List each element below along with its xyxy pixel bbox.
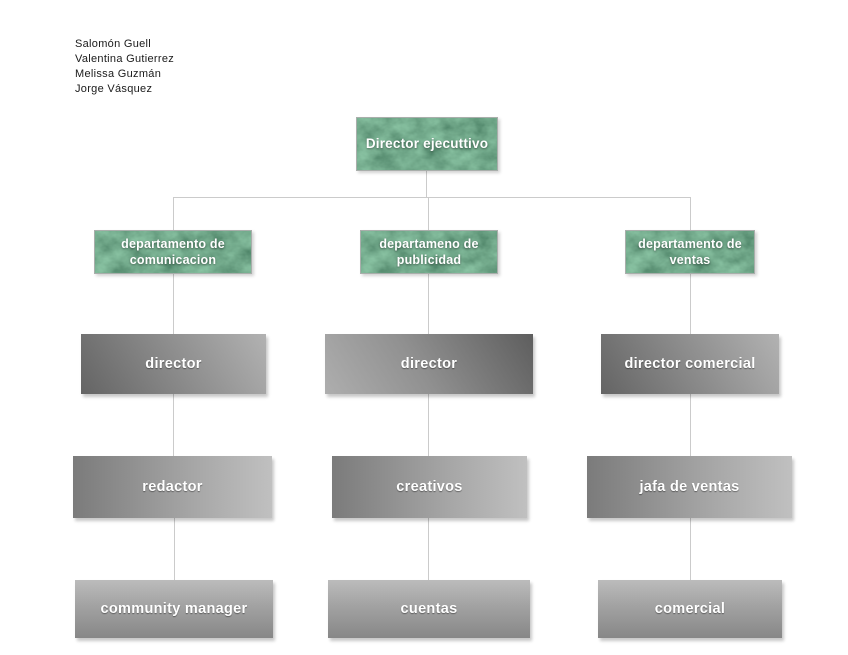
connector-line	[690, 274, 691, 334]
connector-line	[690, 518, 691, 580]
connector-line	[426, 171, 427, 198]
org-node-label: cuentas	[400, 601, 458, 617]
connector-line	[690, 394, 691, 456]
connector-line	[428, 518, 429, 580]
connector-line	[428, 198, 429, 230]
org-node-director-publicidad[interactable]: director	[325, 334, 533, 394]
org-node-label: departamento de comunicacion	[121, 236, 225, 267]
author-name: Salomón Guell	[75, 38, 152, 50]
org-node-jafa-de-ventas[interactable]: jafa de ventas	[587, 456, 792, 518]
org-node-community-manager[interactable]: community manager	[75, 580, 273, 638]
org-node-departamento-publicidad[interactable]: departameno de publicidad	[360, 230, 498, 274]
connector-line	[173, 394, 174, 456]
author-list: Salomón Guell Valentina Gutierrez Meliss…	[75, 37, 174, 97]
org-node-label: redactor	[142, 479, 203, 495]
org-node-label: Director ejecuttivo	[365, 136, 489, 152]
org-node-label: comercial	[654, 601, 726, 617]
connector-line	[173, 274, 174, 334]
connector-line	[174, 518, 175, 580]
org-node-label: jafa de ventas	[639, 479, 740, 495]
org-node-director-ejecutivo[interactable]: Director ejecuttivo	[356, 117, 498, 171]
org-node-director-comercial[interactable]: director comercial	[601, 334, 779, 394]
org-node-cuentas[interactable]: cuentas	[328, 580, 530, 638]
org-node-label: departameno de publicidad	[379, 236, 479, 267]
green-texture	[357, 118, 497, 170]
org-node-label: creativos	[396, 479, 463, 495]
org-node-label: director	[400, 356, 458, 372]
author-name: Jorge Vásquez	[75, 83, 153, 95]
org-node-creativos[interactable]: creativos	[332, 456, 527, 518]
green-texture	[95, 231, 251, 273]
author-name: Valentina Gutierrez	[75, 53, 175, 65]
org-node-redactor[interactable]: redactor	[73, 456, 272, 518]
connector-line	[428, 274, 429, 334]
connector-line	[428, 394, 429, 456]
org-node-label: departamento de ventas	[638, 236, 742, 267]
org-node-label: director comercial	[624, 356, 756, 372]
org-node-director-comunicacion[interactable]: director	[81, 334, 266, 394]
green-texture	[626, 231, 754, 273]
connector-line	[173, 197, 691, 198]
org-node-departamento-ventas[interactable]: departamento de ventas	[625, 230, 755, 274]
org-node-departamento-comunicacion[interactable]: departamento de comunicacion	[94, 230, 252, 274]
connector-line	[690, 198, 691, 230]
connector-line	[173, 198, 174, 230]
org-node-comercial[interactable]: comercial	[598, 580, 782, 638]
org-node-label: director	[145, 356, 202, 372]
green-texture	[361, 231, 497, 273]
org-node-label: community manager	[100, 601, 248, 617]
author-name: Melissa Guzmán	[75, 68, 162, 80]
